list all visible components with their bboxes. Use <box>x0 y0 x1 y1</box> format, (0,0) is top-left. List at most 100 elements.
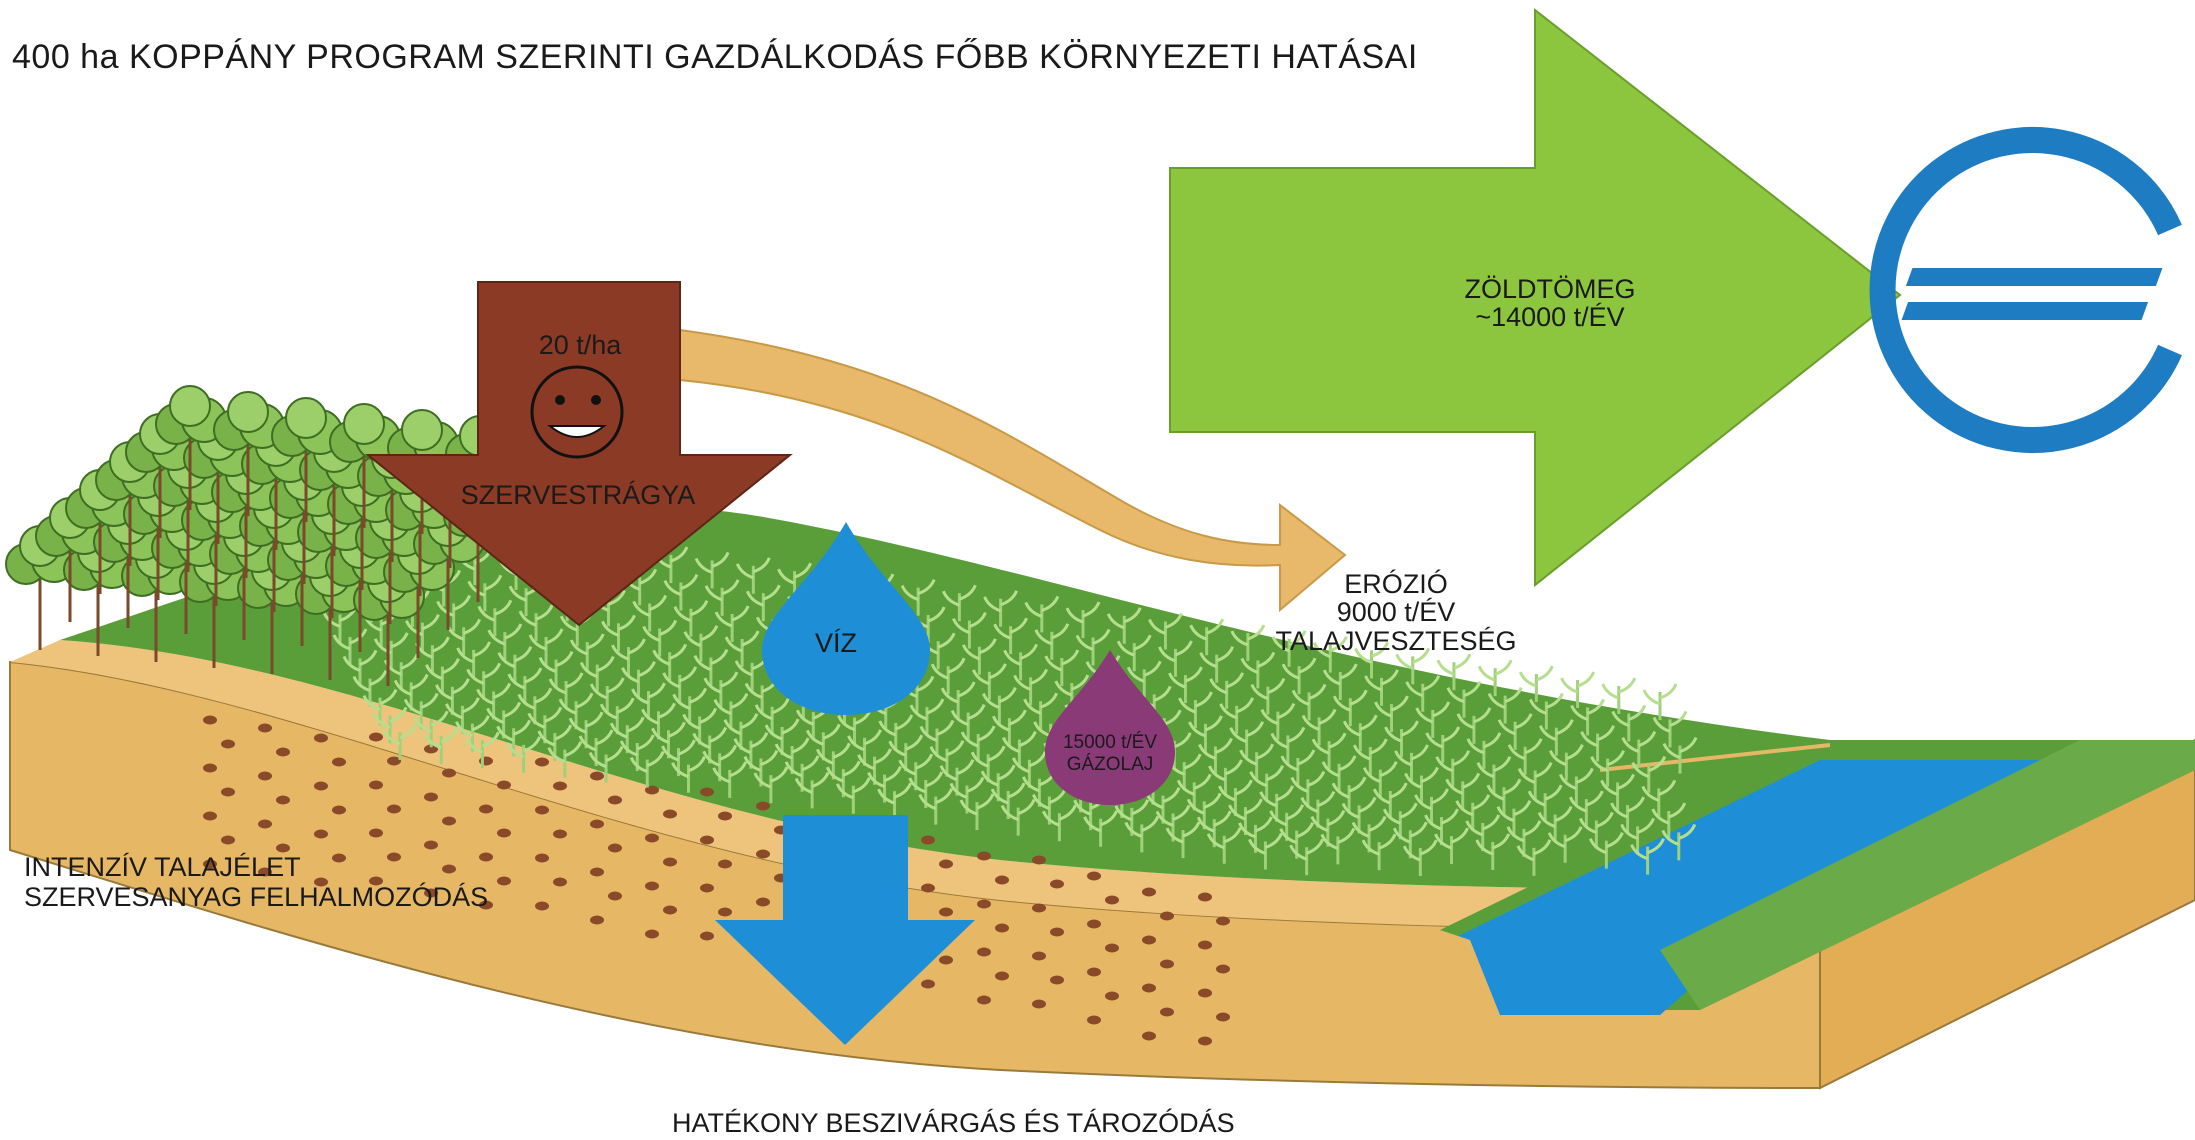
soil-dot <box>221 835 235 845</box>
crop-plant <box>1516 839 1552 876</box>
crop-plant <box>487 623 523 661</box>
soil-dot <box>442 768 456 778</box>
soil-dot <box>203 763 217 773</box>
crop-plant <box>506 736 542 773</box>
soil-dot <box>718 907 732 917</box>
soil-dot <box>1105 991 1119 1001</box>
crop-plant <box>950 703 986 741</box>
crop-plant <box>1230 624 1266 662</box>
water-drop <box>762 522 930 715</box>
crop-plant <box>1547 826 1583 863</box>
crop-plant <box>1372 782 1408 820</box>
crop-plant <box>1611 704 1647 742</box>
crop-plant <box>1083 810 1119 847</box>
crop-plant <box>1271 630 1307 667</box>
crop-plant <box>735 557 771 594</box>
crop-plant <box>1466 732 1502 769</box>
crop-plant <box>1652 710 1688 748</box>
crop-plant <box>693 648 729 686</box>
crop-plant <box>1631 755 1667 793</box>
crop-plant <box>1402 839 1438 877</box>
soil-dot <box>1198 988 1212 998</box>
infiltration-arrow <box>715 815 975 1045</box>
crop-plant <box>1290 770 1326 808</box>
soil-dot <box>442 864 456 874</box>
soil-dot <box>424 792 438 802</box>
crop-plant <box>599 697 635 735</box>
crop-plant <box>673 600 709 637</box>
crop-plant <box>1176 773 1212 811</box>
crop-plant <box>982 686 1017 724</box>
crop-plant <box>1259 785 1295 822</box>
crop-plant <box>558 692 594 730</box>
soil-dot <box>663 905 677 915</box>
crop-plant <box>1662 736 1698 774</box>
crop-plant <box>1621 730 1657 768</box>
soil-dot <box>921 835 935 845</box>
crop-plant <box>1332 689 1368 727</box>
crop-plant <box>631 682 666 720</box>
crop-plant <box>723 713 759 750</box>
crop-plant <box>878 714 914 752</box>
crop-plant <box>1240 651 1276 689</box>
crop-plant <box>1013 668 1049 706</box>
soil-dot <box>221 739 235 749</box>
soil-dot <box>939 859 953 869</box>
soil-dot <box>756 801 770 811</box>
crop-plant <box>569 633 605 670</box>
crop-plant <box>1239 743 1275 781</box>
crop-plant <box>960 725 996 763</box>
crop-plant <box>1124 815 1160 853</box>
soil-dot <box>314 877 328 887</box>
manure-arrow <box>365 281 793 627</box>
crop-plant <box>1361 833 1397 871</box>
crop-plant <box>1465 814 1501 851</box>
soil-dot <box>645 881 659 891</box>
crop-plant <box>1250 677 1286 715</box>
soil-dot <box>756 849 770 859</box>
crop-plant <box>1517 761 1553 799</box>
crop-plant <box>1289 838 1325 876</box>
soil-dot <box>921 883 935 893</box>
crop-plant <box>1506 820 1542 857</box>
crop-plant <box>1034 623 1070 660</box>
soil-dot <box>535 757 549 767</box>
crop-plant <box>1528 692 1564 730</box>
crop-plant <box>1352 738 1388 776</box>
soil-dot <box>1142 983 1156 993</box>
crop-plant <box>1620 817 1655 855</box>
soil-dot <box>608 795 622 805</box>
crop-plant <box>538 650 574 688</box>
crop-plant <box>1600 773 1635 811</box>
crop-plant <box>694 551 730 589</box>
soil-dot <box>276 747 290 757</box>
soil-dot <box>1032 999 1046 1009</box>
crop-plant <box>642 619 678 657</box>
crop-plant <box>1642 683 1678 720</box>
crop-plant <box>671 756 706 793</box>
crop-plant <box>393 673 429 711</box>
crop-plant <box>1322 663 1358 701</box>
crop-plant <box>435 678 470 715</box>
soil-dot <box>921 979 935 989</box>
crop-plant <box>764 718 800 756</box>
crop-plant <box>1415 701 1451 738</box>
crop-plant <box>1199 646 1235 683</box>
soil-dot <box>995 971 1009 981</box>
crop-plant <box>663 573 699 611</box>
soil-dot <box>977 995 991 1005</box>
soil-dot <box>1198 940 1212 950</box>
soil-dot <box>663 857 677 867</box>
crop-plant <box>477 599 513 637</box>
soil-dot <box>535 853 549 863</box>
grass-field <box>60 505 1830 890</box>
crop-plant <box>1590 750 1625 787</box>
canal <box>1440 740 2195 1015</box>
soil-dot <box>1160 911 1174 921</box>
crop-plant <box>342 649 378 687</box>
crop-plant <box>1382 802 1418 840</box>
crop-plant <box>1148 612 1183 650</box>
soil-dot <box>700 787 714 797</box>
soil-dot <box>258 771 272 781</box>
soil-dot <box>1050 927 1064 937</box>
